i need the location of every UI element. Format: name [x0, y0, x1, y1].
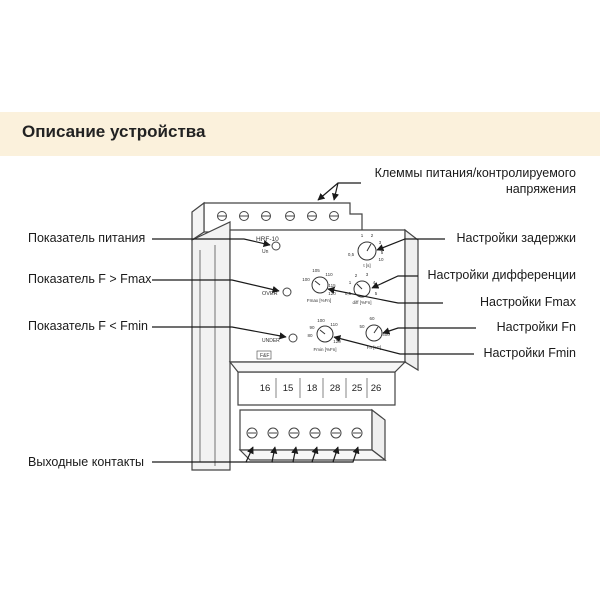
svg-text:Fmin [%Fn]: Fmin [%Fn] [313, 347, 336, 352]
svg-text:0,5: 0,5 [348, 252, 355, 257]
svg-text:3: 3 [366, 272, 369, 277]
svg-text:110: 110 [325, 272, 333, 277]
device-housing [191, 201, 419, 471]
svg-text:120: 120 [328, 291, 336, 296]
supply-terminals-label-line2: напряжения [505, 182, 576, 196]
f-over-label-text: Показатель F > Fmax [28, 272, 152, 286]
f-under-label-text: Показатель F < Fmin [28, 319, 148, 333]
power-indicator-label: Un [262, 249, 269, 255]
dial-delay: 1 2 3 5 0,5 10 t [s] [348, 233, 384, 268]
over-led [282, 287, 292, 297]
model-label: HRF-10 [256, 236, 279, 243]
terminal-label: 28 [330, 383, 341, 394]
page-title: Описание устройства [22, 122, 206, 141]
svg-text:100: 100 [317, 318, 325, 323]
power-led [271, 241, 281, 251]
svg-text:5: 5 [381, 250, 384, 255]
svg-text:1: 1 [349, 280, 352, 285]
under-led [288, 333, 298, 343]
svg-text:diff [%Fn]: diff [%Fn] [353, 300, 372, 305]
logo-box [256, 350, 272, 360]
svg-text:115: 115 [328, 283, 336, 288]
svg-text:3: 3 [379, 240, 382, 245]
svg-text:120: 120 [333, 339, 341, 344]
svg-text:10: 10 [378, 257, 384, 262]
diff-settings-label: Настройки дифференции [427, 268, 577, 282]
svg-text:t [s]: t [s] [363, 263, 370, 268]
terminal-label: 26 [371, 383, 382, 394]
svg-text:60: 60 [369, 316, 375, 321]
pointer-lines [152, 182, 476, 463]
logo: F&F [260, 353, 269, 359]
svg-text:80: 80 [307, 333, 313, 338]
terminal-label: 15 [283, 383, 294, 394]
top-terminals [217, 211, 339, 221]
power-indicator-label-text: Показатель питания [28, 231, 146, 245]
svg-text:90: 90 [309, 325, 315, 330]
header-band [0, 112, 600, 156]
terminal-label: 18 [307, 383, 318, 394]
svg-text:2: 2 [355, 273, 358, 278]
svg-text:Fmax [%Fn]: Fmax [%Fn] [307, 298, 331, 303]
svg-text:110: 110 [330, 322, 338, 327]
terminal-label: 16 [260, 383, 271, 394]
svg-text:5: 5 [375, 291, 378, 296]
fn-settings-label: Настройки Fn [496, 320, 576, 334]
bottom-terminals [246, 427, 363, 439]
output-contacts-label-text: Выходные контакты [28, 455, 145, 469]
delay-settings-label: Настройки задержки [456, 231, 576, 245]
svg-text:105: 105 [312, 268, 320, 273]
svg-text:100: 100 [302, 277, 310, 282]
terminal-numbers: 16 15 18 28 25 26 [260, 378, 382, 398]
over-indicator-label: OVER [262, 291, 278, 297]
svg-text:400: 400 [382, 332, 390, 337]
under-indicator-label: UNDER [262, 338, 280, 344]
svg-text:1: 1 [361, 233, 364, 238]
terminal-label: 25 [352, 383, 363, 394]
svg-text:50: 50 [359, 324, 365, 329]
fmin-settings-label: Настройки Fmin [483, 346, 576, 360]
svg-text:2: 2 [371, 233, 374, 238]
supply-terminals-label-line1: Клеммы питания/контролируемого [374, 166, 576, 180]
fmax-settings-label: Настройки Fmax [479, 295, 576, 309]
